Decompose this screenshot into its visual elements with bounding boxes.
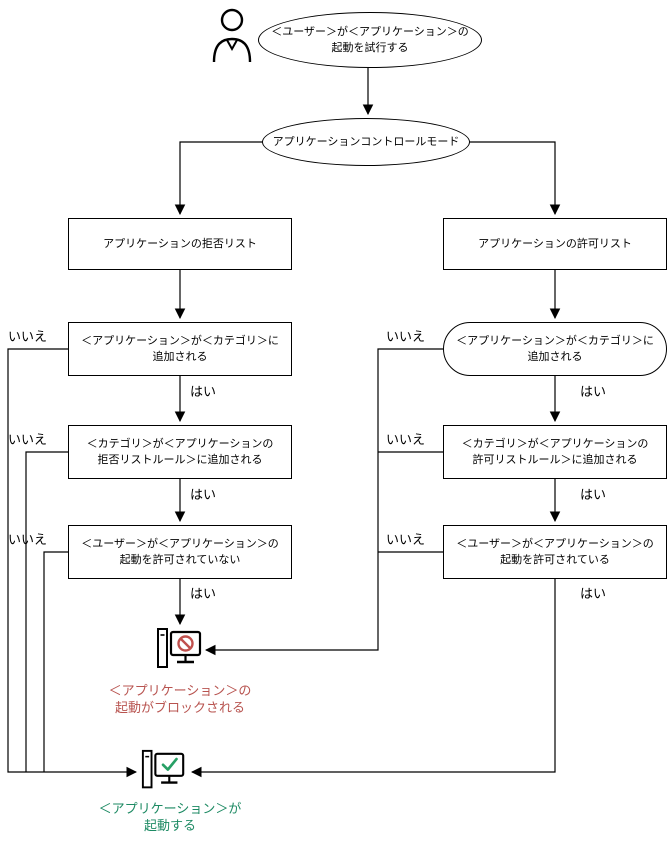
node-deny-user: ＜ユーザー＞が＜アプリケーション＞の 起動を許可されていない <box>68 525 292 579</box>
label-yes: はい <box>190 586 217 601</box>
label-no: いいえ <box>8 432 48 447</box>
label-yes: はい <box>580 586 607 601</box>
label-no: いいえ <box>8 532 48 547</box>
node-allow-user: ＜ユーザー＞が＜アプリケーション＞の 起動を許可されている <box>443 525 667 579</box>
node-start-attempt: ＜ユーザー＞が＜アプリケーション＞の 起動を試行する <box>258 12 482 68</box>
node-allow-rule: ＜カテゴリ＞が＜アプリケーションの 許可リストルール＞に追加される <box>443 425 667 479</box>
started-monitor-icon <box>140 748 188 796</box>
node-deny-category: ＜アプリケーション＞が＜カテゴリ＞に 追加される <box>68 322 292 376</box>
node-deny-rule: ＜カテゴリ＞が＜アプリケーションの 拒否リストルール＞に追加される <box>68 425 292 479</box>
label-no: いいえ <box>386 432 426 447</box>
label-no: いいえ <box>386 532 426 547</box>
blocked-monitor-icon <box>156 626 204 676</box>
node-allowlist: アプリケーションの許可リスト <box>443 218 667 270</box>
label-yes: はい <box>580 384 607 399</box>
label-no: いいえ <box>8 329 48 344</box>
label-yes: はい <box>190 487 217 502</box>
user-icon <box>208 6 256 64</box>
started-caption: ＜アプリケーション＞が 起動する <box>98 801 242 833</box>
node-allow-category: ＜アプリケーション＞が＜カテゴリ＞に 追加される <box>443 322 667 376</box>
node-denylist: アプリケーションの拒否リスト <box>68 218 292 270</box>
node-control-mode: アプリケーションコントロールモード <box>262 118 470 166</box>
label-no: いいえ <box>386 329 426 344</box>
label-yes: はい <box>190 384 217 399</box>
blocked-caption: ＜アプリケーション＞の 起動がブロックされる <box>108 683 252 715</box>
label-yes: はい <box>580 487 607 502</box>
